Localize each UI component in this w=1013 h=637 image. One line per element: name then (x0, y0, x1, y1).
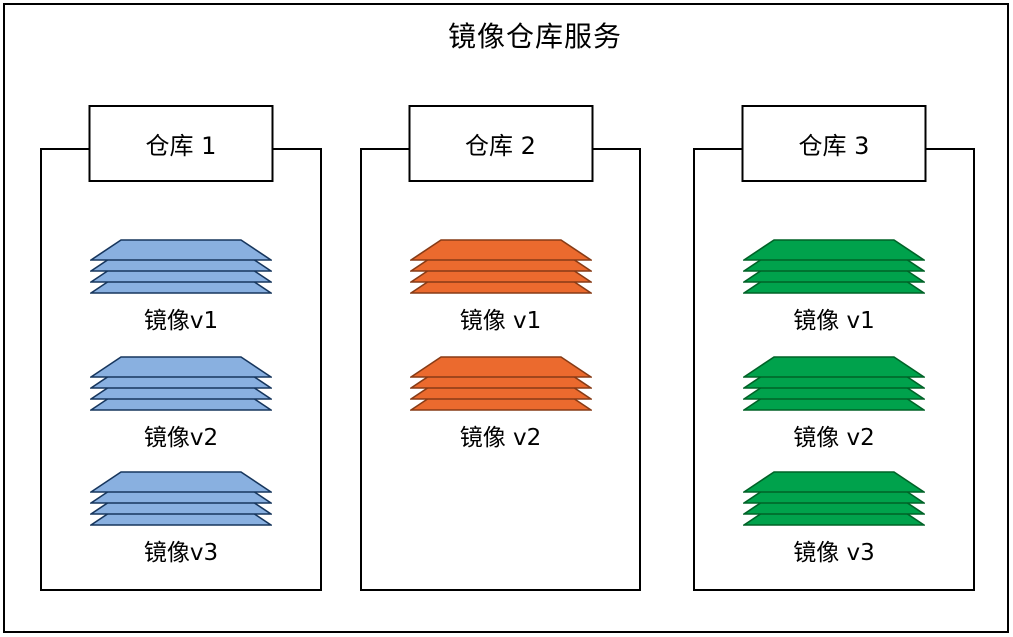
repo-title-box-2: 仓库 2 (408, 105, 593, 182)
image-version-label: 镜像 v2 (793, 425, 875, 451)
repo-title-2: 仓库 2 (465, 132, 536, 160)
layered-image-stack-icon (90, 239, 272, 294)
image-stack-repo1-v3: 镜像v3 (40, 470, 322, 567)
repo-container-2: 仓库 2 镜像 v1 镜像 v2 (360, 105, 641, 591)
image-stack-repo2-v2: 镜像 v2 (360, 355, 641, 452)
layered-image-stack-icon (409, 239, 592, 294)
repo-title-3: 仓库 3 (798, 132, 870, 160)
layered-image-stack-icon (409, 356, 592, 411)
layered-image-stack-icon (743, 239, 925, 294)
repo-title-box-1: 仓库 1 (88, 105, 274, 182)
image-version-label: 镜像 v1 (793, 308, 875, 334)
repo-container-3: 仓库 3 镜像 v1 镜像 v2 (693, 105, 975, 591)
repo-title-1: 仓库 1 (145, 132, 217, 160)
image-stack-repo1-v1: 镜像v1 (40, 238, 322, 335)
layered-image-stack-icon (90, 471, 272, 526)
image-version-label: 镜像v1 (143, 308, 219, 334)
image-version-label: 镜像v3 (143, 540, 219, 566)
image-version-label: 镜像 v3 (793, 540, 875, 566)
layered-image-stack-icon (743, 356, 925, 411)
image-version-label: 镜像v2 (143, 425, 219, 451)
outer-frame (3, 3, 1009, 633)
layered-image-stack-icon (90, 356, 272, 411)
repo-container-1: 仓库 1 镜像v1 镜像v2 (40, 105, 322, 591)
image-stack-repo3-v2: 镜像 v2 (693, 355, 975, 452)
image-stack-repo1-v2: 镜像v2 (40, 355, 322, 452)
image-stack-repo3-v3: 镜像 v3 (693, 470, 975, 567)
page-title: 镜像仓库服务 (447, 20, 623, 53)
repo-title-box-3: 仓库 3 (741, 105, 927, 182)
layered-image-stack-icon (743, 471, 925, 526)
image-version-label: 镜像 v2 (459, 425, 542, 451)
image-stack-repo3-v1: 镜像 v1 (693, 238, 975, 335)
image-stack-repo2-v1: 镜像 v1 (360, 238, 641, 335)
image-version-label: 镜像 v1 (459, 308, 542, 334)
